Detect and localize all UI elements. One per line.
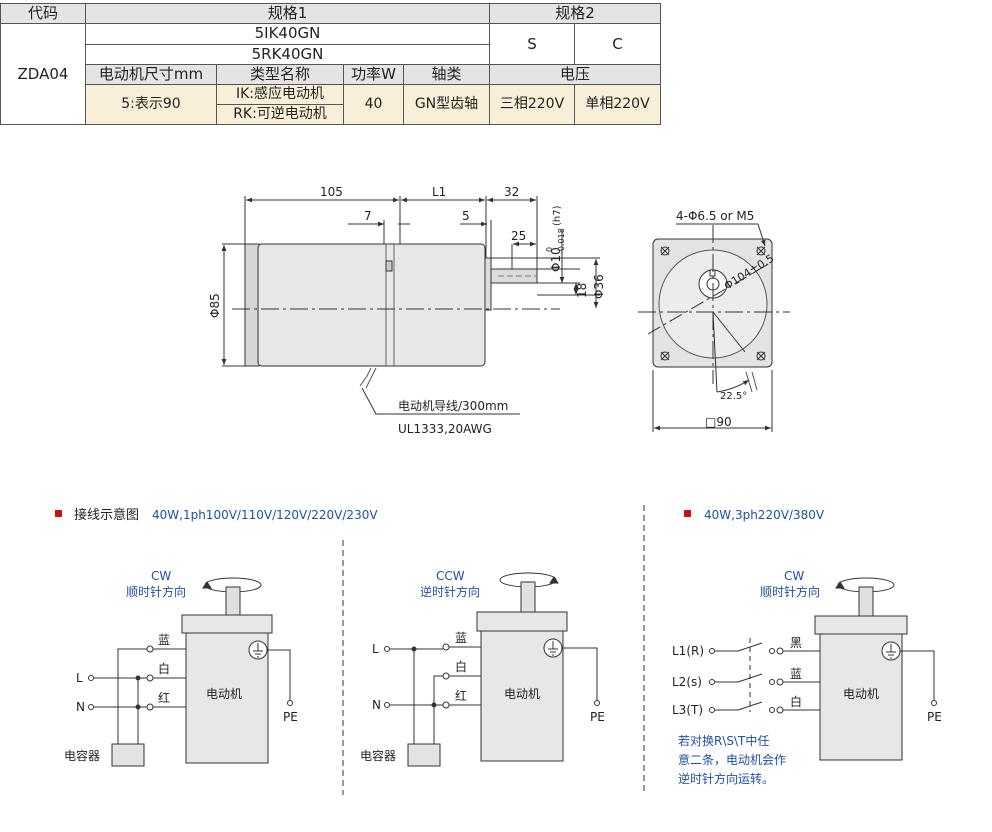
cell-spec2-c: C (574, 23, 661, 65)
label-N: N (76, 700, 85, 714)
mounting-holes (660, 246, 766, 361)
wire-blue: 蓝 (158, 633, 170, 647)
note-line-2: 意二条，电动机会作 (678, 752, 786, 767)
side-view-labels: 105 L1 32 7 5 25 Φ85 Φ10 0 -0.018 (h7) 1… (208, 185, 606, 436)
label-dia-85: Φ85 (208, 293, 222, 318)
cw-cn-label: 顺时针方向 (126, 584, 186, 599)
wiring-titles: 接线示意图 40W,1ph100V/110V/120V/220V/230V 40… (55, 507, 825, 523)
wiring-diagram-ccw (384, 572, 600, 767)
motor-label: 电动机 (843, 687, 879, 701)
th-power: 功率W (343, 64, 404, 85)
capacitor-label: 电容器 (64, 748, 100, 763)
motor-body (257, 243, 486, 367)
side-view (221, 196, 600, 415)
label-PE: PE (283, 710, 298, 724)
label-square-90: □90 (705, 415, 732, 429)
label-angle: 22.5° (720, 391, 747, 402)
cell-code: ZDA04 (0, 23, 86, 125)
label-L2: L2(s) (672, 675, 702, 689)
label-7: 7 (364, 209, 372, 223)
capacitor-label: 电容器 (360, 748, 396, 763)
label-L: L (76, 671, 83, 685)
label-N: N (372, 698, 381, 712)
cell-shaft: GN型齿轴 (403, 84, 490, 125)
wiring-title-1-sub: 40W,1ph100V/110V/120V/220V/230V (152, 508, 378, 522)
th-shaft: 轴类 (403, 64, 490, 85)
label-dia-10: Φ10 (549, 247, 563, 272)
motor-label: 电动机 (504, 687, 540, 701)
lead-note-2: UL1333,20AWG (398, 422, 492, 436)
cell-volt-c: 单相220V (574, 84, 661, 125)
wire-blue: 蓝 (455, 631, 467, 645)
label-PE: PE (927, 710, 942, 724)
label-32: 32 (504, 185, 519, 199)
cw-cn-label: 顺时针方向 (760, 584, 820, 599)
label-L: L (372, 642, 379, 656)
label-dia-10-tol-bot: -0.018 (557, 228, 566, 254)
label-dia-36: Φ36 (592, 274, 606, 299)
ccw-label: CCW (436, 569, 465, 583)
cw-label: CW (151, 569, 171, 583)
cw-label: CW (784, 569, 804, 583)
wire-red: 红 (455, 688, 467, 703)
wiring-diagram-3ph-labels: CW 顺时针方向 黑 蓝 白 电动机 L1(R) L2(s) L3(T) PE … (672, 569, 942, 786)
wire-black: 黑 (790, 636, 802, 650)
wiring-diagram-3ph (709, 577, 937, 761)
label-5: 5 (462, 209, 470, 223)
front-view (638, 223, 790, 432)
capacitor-box (407, 743, 441, 767)
bullet-icon (55, 510, 62, 517)
cell-volt-s: 三相220V (489, 84, 575, 125)
cell-type-rk: RK:可逆电动机 (216, 104, 344, 125)
th-size: 电动机尺寸mm (85, 64, 217, 85)
note-line-1: 若对换R\S\T中任 (678, 733, 769, 748)
ccw-cn-label: 逆时针方向 (420, 584, 480, 599)
label-holes: 4-Φ6.5 or M5 (676, 209, 754, 223)
wiring-diagram-cw-labels: CW 顺时针方向 蓝 白 红 电动机 L N PE 电容器 (64, 569, 298, 763)
label-PE: PE (590, 710, 605, 724)
label-105: 105 (320, 185, 343, 199)
th-code: 代码 (0, 3, 86, 24)
cell-size: 5:表示90 (85, 84, 217, 125)
motor-box (480, 630, 564, 762)
label-L3: L3(T) (672, 703, 703, 717)
cell-power: 40 (343, 84, 404, 125)
wiring-diagram-ccw-labels: CCW 逆时针方向 蓝 白 红 电动机 L N PE 电容器 (360, 569, 605, 763)
th-spec2: 规格2 (489, 3, 661, 24)
bullet-icon (684, 510, 691, 517)
label-dia-10-tol-top: 0 (545, 247, 554, 252)
wire-blue: 蓝 (790, 667, 802, 681)
label-dia-10-fit: (h7) (552, 205, 563, 226)
cell-type-ik: IK:感应电动机 (216, 84, 344, 105)
wire-white: 白 (455, 659, 467, 674)
lead-note-1: 电动机导线/300mm (398, 399, 508, 413)
wiring-diagram-cw (88, 577, 293, 767)
note-line-3: 逆时针方向运转。 (678, 771, 774, 786)
motor-end-cap (244, 243, 260, 367)
th-spec1: 规格1 (85, 3, 490, 24)
label-L1: L1 (432, 185, 446, 199)
spec-table: 代码 规格1 规格2 ZDA04 5IK40GN S C 5RK40GN 电动机… (0, 3, 661, 125)
wire-white: 白 (790, 694, 802, 709)
wire-red: 红 (158, 690, 170, 705)
label-25: 25 (511, 229, 526, 243)
capacitor-box (111, 743, 145, 767)
motor-flange (484, 257, 492, 311)
wiring-title-1: 接线示意图 (74, 507, 139, 523)
wire-white: 白 (158, 661, 170, 676)
label-18: 18 (575, 283, 589, 298)
wiring-title-2: 40W,3ph220V/380V (704, 508, 825, 522)
motor-label: 电动机 (206, 687, 242, 701)
label-L1: L1(R) (672, 644, 704, 658)
